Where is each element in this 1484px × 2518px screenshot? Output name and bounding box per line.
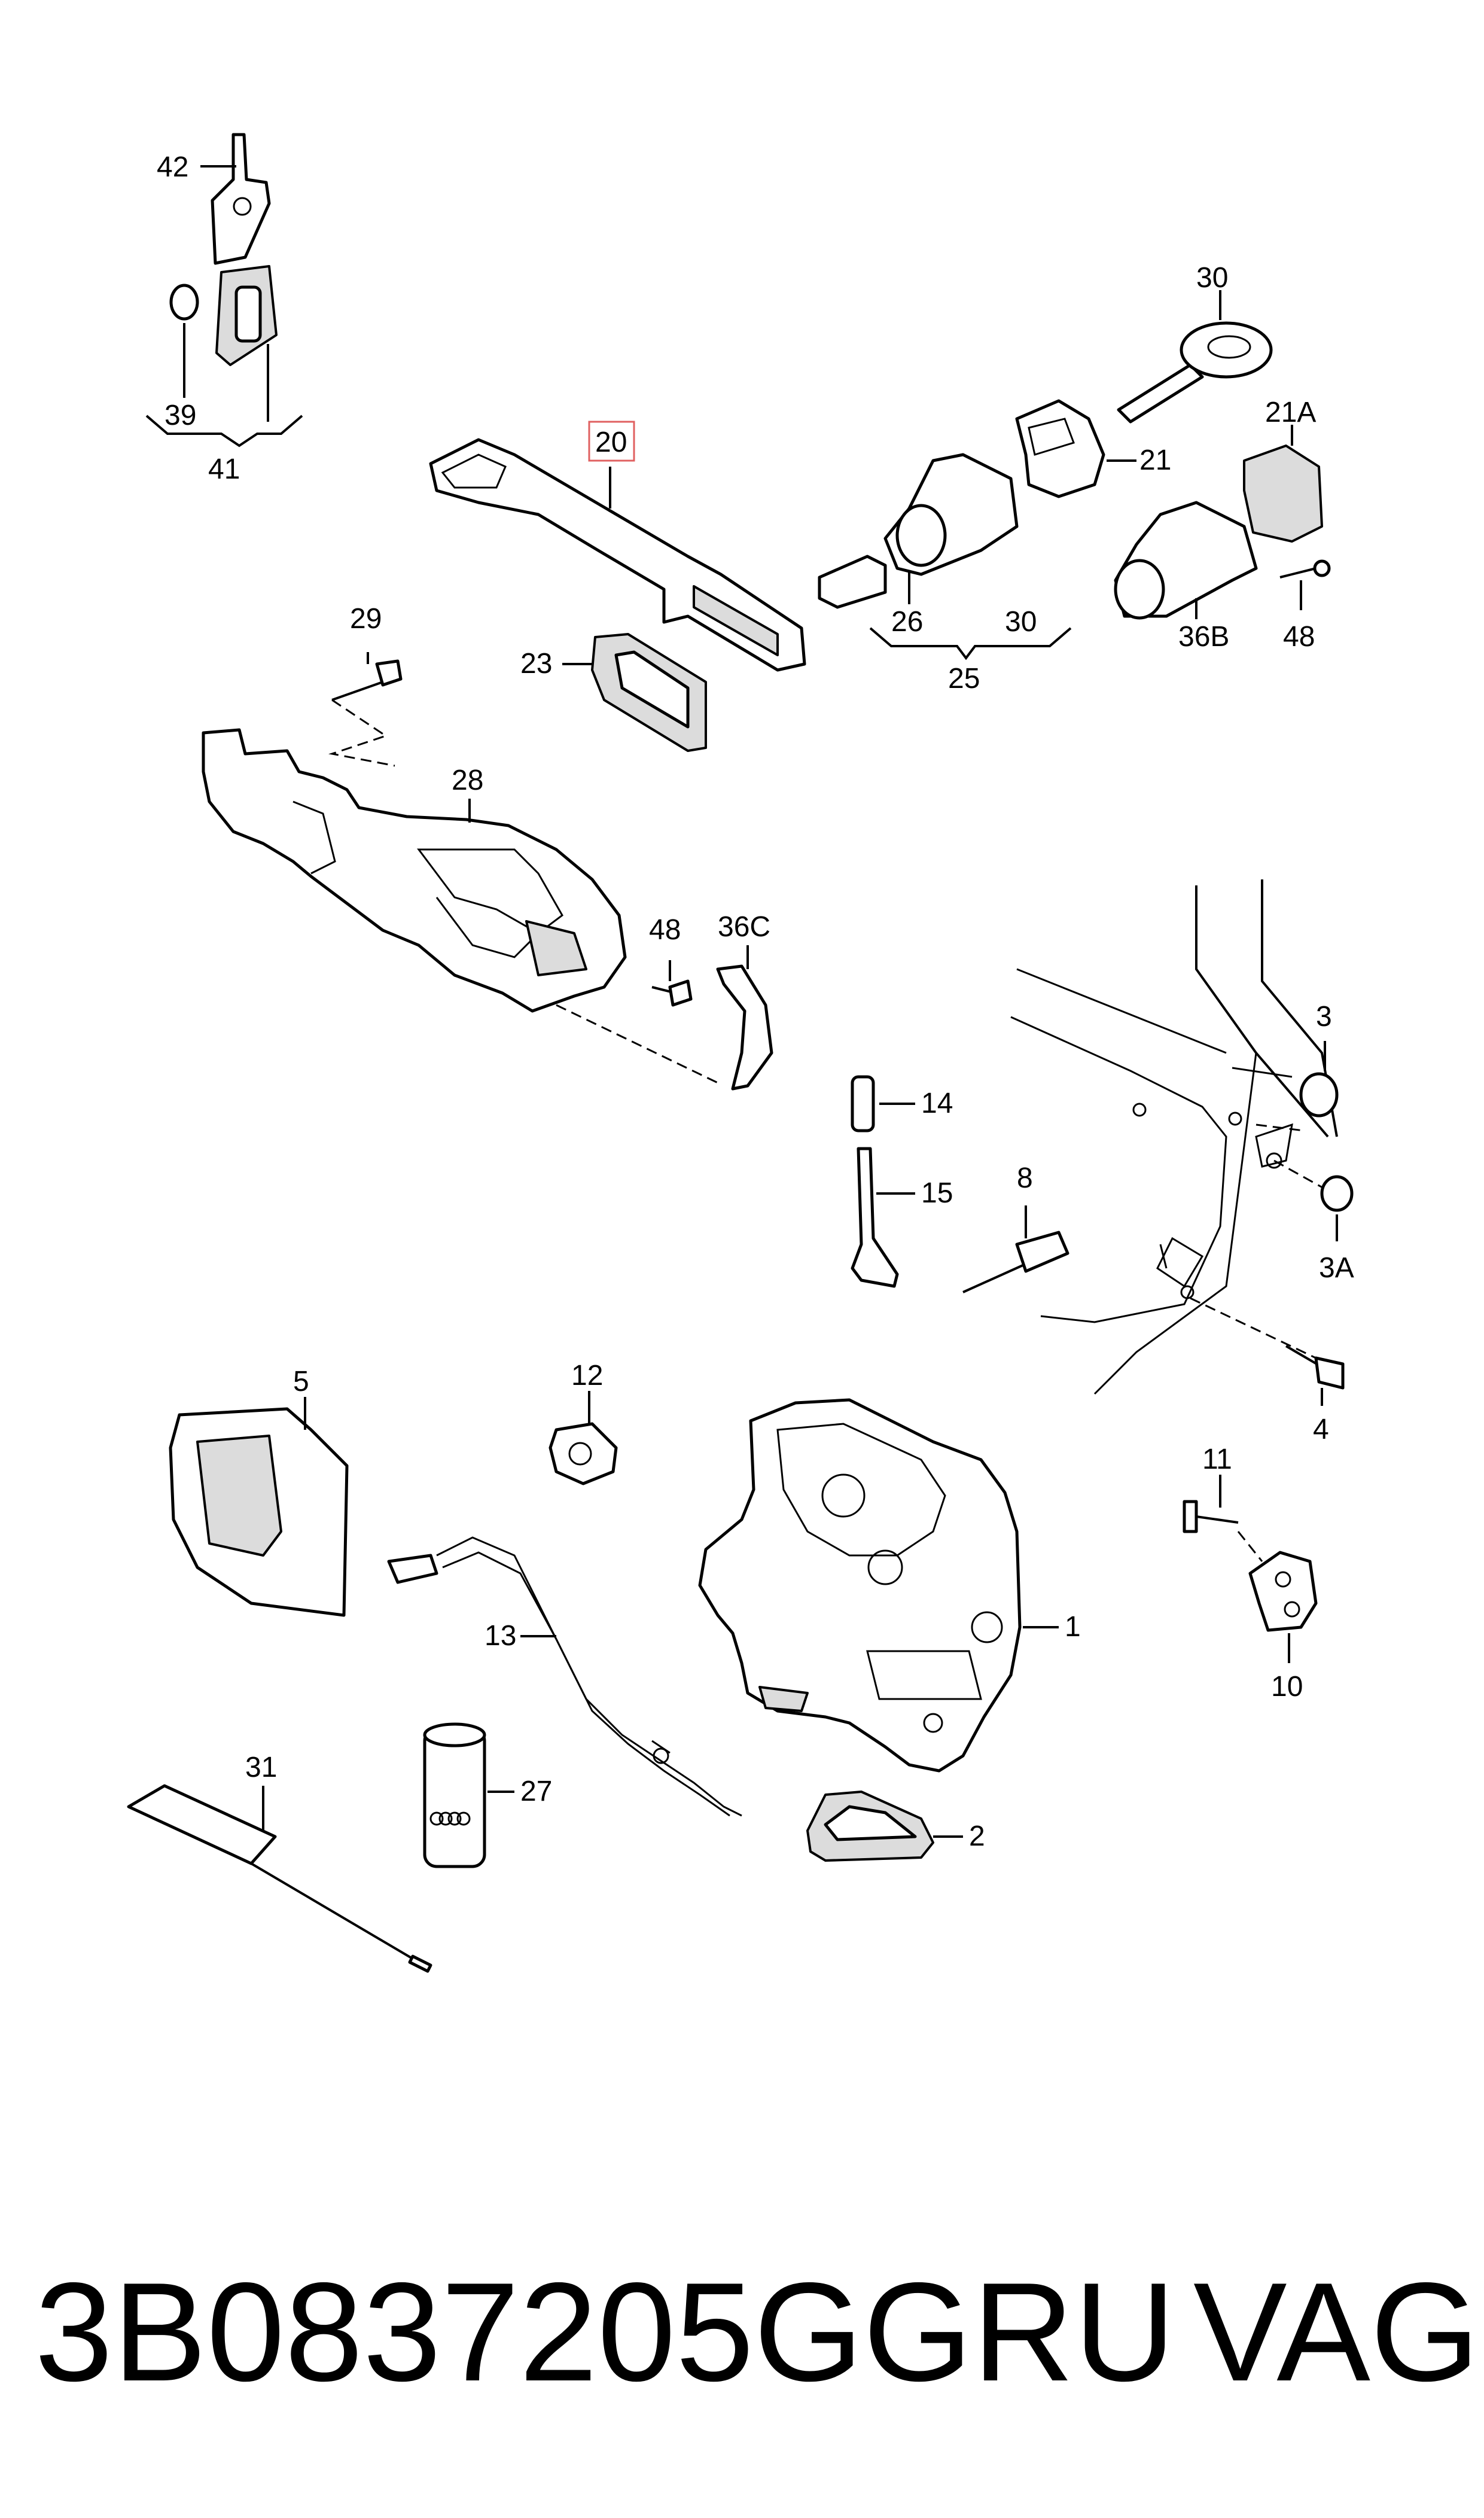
callout-48-top: 48 bbox=[1283, 621, 1315, 653]
callout-4: 4 bbox=[1313, 1414, 1329, 1445]
part-21A-cap bbox=[1243, 425, 1323, 543]
part-26-lock-cylinder bbox=[818, 453, 1072, 660]
callout-8: 8 bbox=[1017, 1162, 1033, 1194]
callout-5: 5 bbox=[293, 1366, 309, 1397]
part-5-inner-handle bbox=[169, 1397, 349, 1617]
callout-26: 26 bbox=[891, 606, 923, 638]
part-23-gasket bbox=[562, 633, 707, 752]
part-3A-cap bbox=[1320, 1175, 1354, 1241]
part-8-connector bbox=[962, 1205, 1069, 1293]
callout-30-set: 30 bbox=[1005, 606, 1037, 638]
part-27-grease-can bbox=[423, 1722, 514, 1868]
part-1-door-lock bbox=[698, 1398, 1059, 1773]
part-11-screw bbox=[1183, 1475, 1263, 1562]
part-12-clip bbox=[548, 1391, 618, 1485]
callout-3: 3 bbox=[1316, 1001, 1332, 1033]
callout-21A: 21A bbox=[1265, 397, 1316, 428]
callout-20: 20 bbox=[595, 427, 627, 458]
callout-2: 2 bbox=[969, 1820, 985, 1852]
part-28-handle-bracket bbox=[202, 728, 718, 1084]
part-15-rod bbox=[851, 1147, 915, 1288]
callout-41: 41 bbox=[208, 453, 240, 485]
part-31-tool bbox=[127, 1784, 432, 1973]
part-4-bolt bbox=[1285, 1345, 1345, 1406]
callout-12: 12 bbox=[571, 1360, 603, 1392]
callout-36B: 36B bbox=[1178, 621, 1229, 653]
part-13-cable bbox=[387, 1536, 742, 1817]
callout-30-key: 30 bbox=[1196, 262, 1228, 294]
brand-rings-icon bbox=[429, 1811, 471, 1826]
callout-20-highlight-box bbox=[588, 421, 635, 462]
callout-48-middle: 48 bbox=[649, 914, 681, 946]
part-14-pin bbox=[851, 1075, 915, 1132]
door-pillar bbox=[1010, 879, 1338, 1395]
callout-27: 27 bbox=[520, 1776, 552, 1807]
callout-1: 1 bbox=[1065, 1611, 1081, 1643]
part-21-cap bbox=[1015, 399, 1136, 498]
callout-10: 10 bbox=[1271, 1671, 1303, 1703]
callout-42: 42 bbox=[157, 151, 188, 183]
part-29-screw bbox=[328, 652, 403, 767]
callout-15: 15 bbox=[921, 1177, 953, 1209]
callout-13: 13 bbox=[484, 1620, 516, 1652]
brand-text: VAG bbox=[1193, 2253, 1480, 2410]
callout-39: 39 bbox=[164, 400, 196, 431]
callout-36C: 36C bbox=[718, 911, 770, 943]
part-41-remote-fob bbox=[145, 265, 303, 447]
part-42-key-shell bbox=[200, 133, 271, 265]
callout-14: 14 bbox=[921, 1088, 953, 1119]
callout-3A: 3A bbox=[1319, 1252, 1354, 1284]
callout-23: 23 bbox=[520, 648, 552, 680]
callout-29: 29 bbox=[350, 603, 382, 635]
part-36C-clip bbox=[716, 945, 773, 1091]
part-number-text: 3B0837205GGRU bbox=[35, 2253, 1176, 2410]
part-48-screw-middle bbox=[651, 960, 693, 1007]
part-3-cap bbox=[1299, 1041, 1339, 1118]
part-48-screw-top bbox=[1279, 559, 1331, 610]
part-2-cover bbox=[806, 1791, 963, 1862]
part-30-key bbox=[1117, 290, 1273, 424]
part-20-door-handle bbox=[429, 438, 806, 672]
callout-25: 25 bbox=[948, 663, 980, 695]
callout-11: 11 bbox=[1202, 1444, 1232, 1475]
callout-21: 21 bbox=[1139, 444, 1171, 476]
callout-31: 31 bbox=[245, 1752, 277, 1783]
part-39-o-ring bbox=[169, 284, 199, 398]
part-10-striker bbox=[1248, 1551, 1318, 1663]
part-36B-lock-housing bbox=[1114, 501, 1258, 620]
callout-28: 28 bbox=[452, 765, 483, 796]
